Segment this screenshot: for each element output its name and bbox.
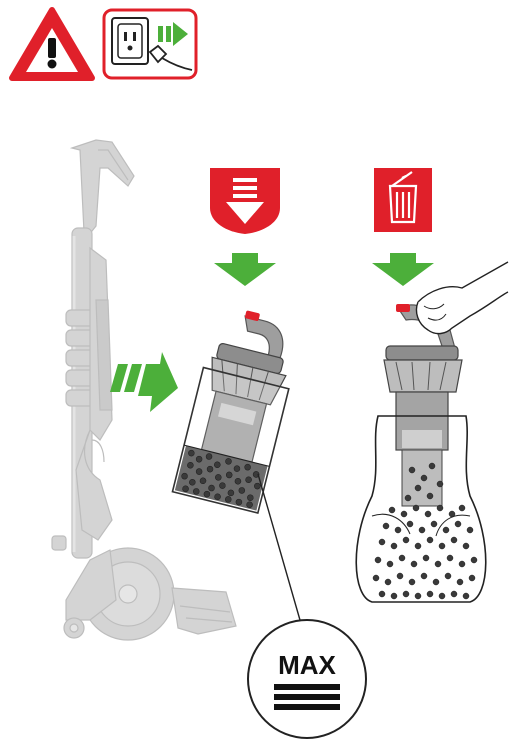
warning-triangle-icon bbox=[9, 7, 95, 81]
unplug-power-icon bbox=[102, 8, 198, 80]
cyclone-bin-emptying bbox=[355, 261, 509, 603]
upright-vacuum bbox=[51, 139, 237, 641]
max-label: MAX bbox=[278, 650, 336, 680]
step1-green-down-arrow-icon bbox=[214, 253, 276, 286]
empty-bin-badge bbox=[374, 168, 432, 232]
falling-debris bbox=[372, 462, 478, 600]
callout-leader-line bbox=[257, 473, 305, 635]
max-fill-line-icon bbox=[274, 684, 340, 710]
step2-green-down-arrow-icon bbox=[372, 253, 434, 286]
max-fill-callout: MAX bbox=[247, 619, 367, 739]
debris-pattern bbox=[181, 449, 261, 509]
cyclone-bin-released bbox=[171, 310, 290, 514]
release-bin-badge bbox=[210, 168, 280, 234]
eject-motion-arrow-icon bbox=[110, 352, 178, 412]
